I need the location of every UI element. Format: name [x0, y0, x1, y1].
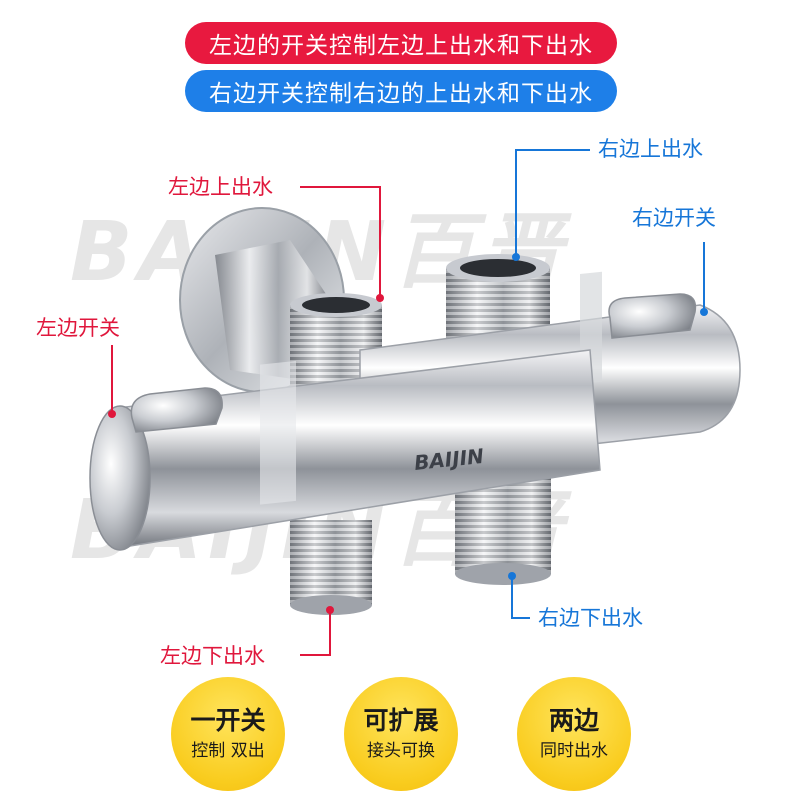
- blue-callout-lines: [511, 149, 705, 619]
- label-right-top-outlet: 右边上出水: [598, 137, 703, 161]
- callout-dot: [700, 308, 708, 316]
- feature-badge-expandable: 可扩展 接头可换: [344, 677, 458, 791]
- feature-main: 一开关: [190, 705, 266, 735]
- left-switch: [130, 387, 223, 433]
- label-left-top-outlet: 左边上出水: [168, 175, 273, 199]
- callout-dot: [326, 606, 334, 614]
- feature-sub: 接头可换: [367, 740, 435, 761]
- callout-dot: [376, 294, 384, 302]
- feature-badge-both-sides: 两边 同时出水: [517, 677, 631, 791]
- label-right-switch: 右边开关: [632, 206, 716, 230]
- callout-dot: [508, 572, 516, 580]
- label-right-bottom-outlet: 右边下出水: [538, 606, 643, 630]
- feature-main: 可扩展: [363, 705, 439, 735]
- right-bottom-outlet: [455, 478, 551, 585]
- left-bottom-outlet: [290, 520, 372, 615]
- callout-dot: [108, 410, 116, 418]
- label-left-switch: 左边开关: [36, 316, 120, 340]
- feature-main: 两边: [548, 705, 599, 735]
- banner-right-control: 右边开关控制右边的上出水和下出水: [185, 70, 617, 112]
- feature-badge-single-switch: 一开关 控制 双出: [171, 677, 285, 791]
- left-top-outlet: [290, 293, 382, 390]
- right-switch: [608, 293, 697, 339]
- banner-left-control: 左边的开关控制左边上出水和下出水: [185, 22, 617, 64]
- label-left-bottom-outlet: 左边下出水: [160, 644, 265, 668]
- callout-dot: [512, 253, 520, 261]
- feature-sub: 同时出水: [540, 740, 608, 761]
- red-callout-lines: [111, 186, 381, 656]
- valve-body: [89, 349, 601, 551]
- feature-sub: 控制 双出: [191, 740, 265, 761]
